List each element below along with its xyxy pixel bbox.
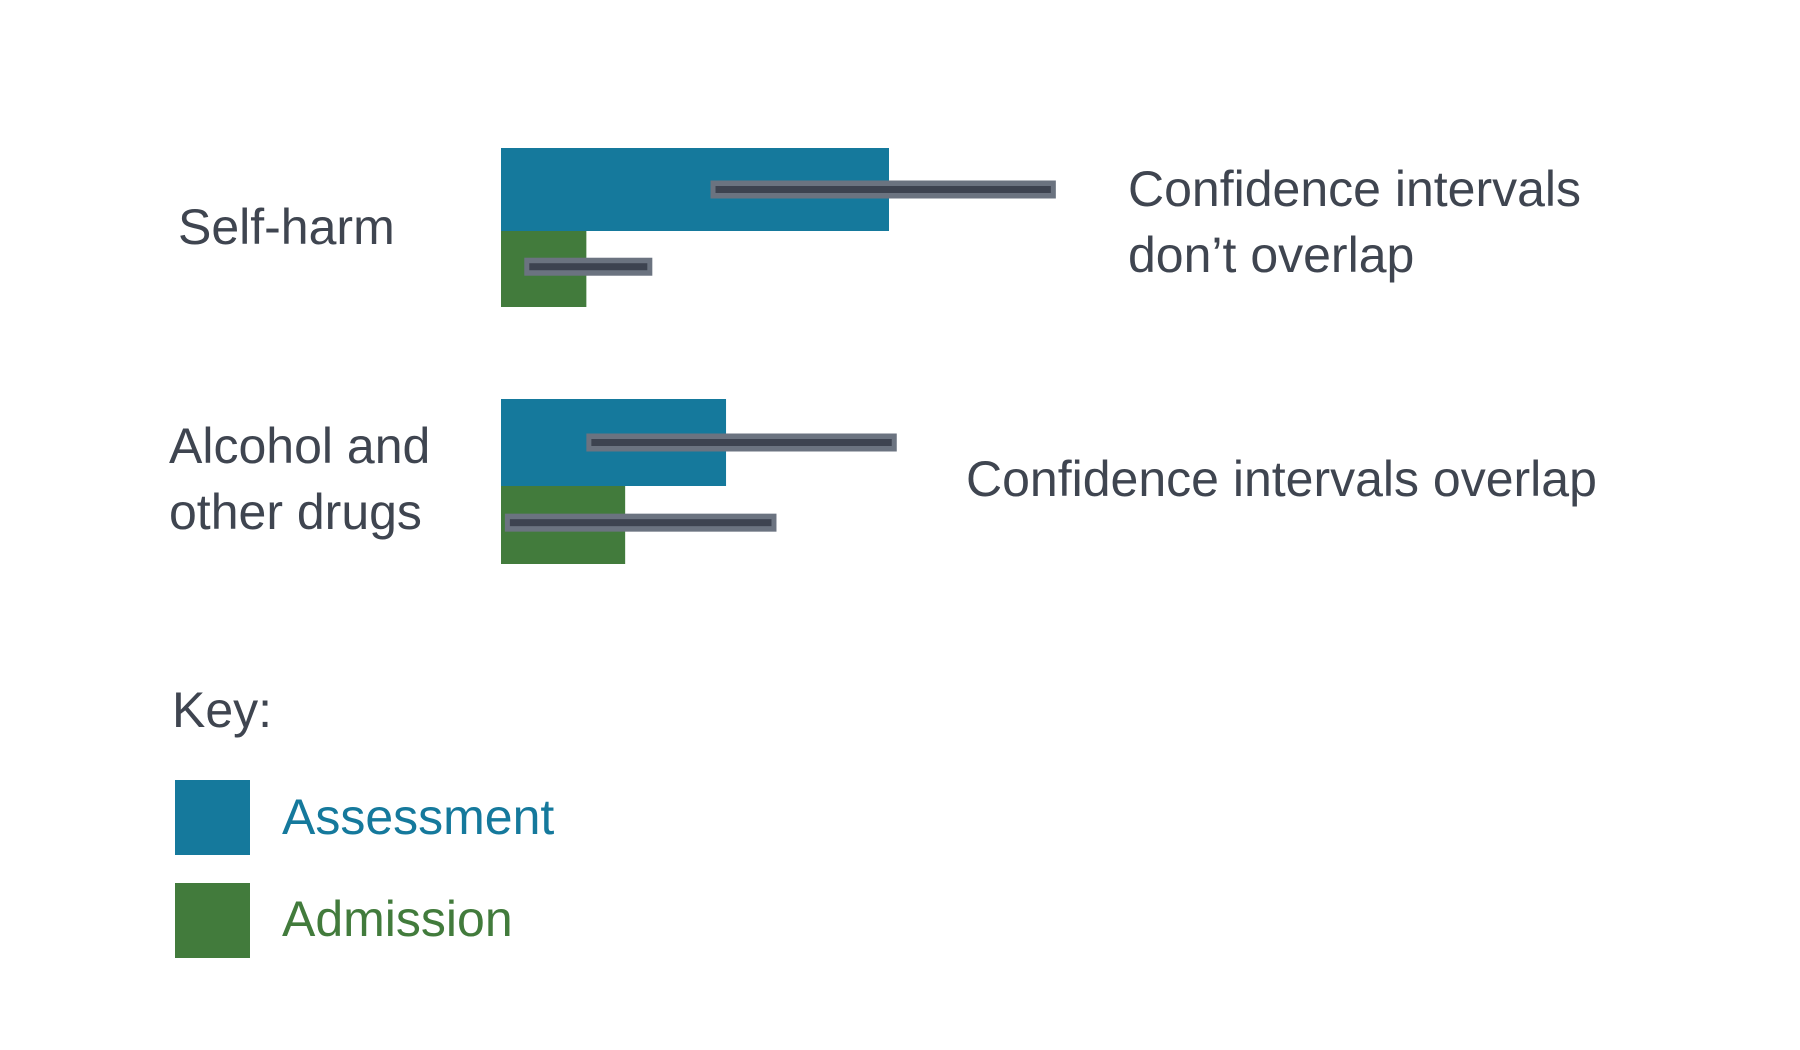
legend-swatch-assessment xyxy=(175,780,250,855)
category-label-self-harm: Self-harm xyxy=(178,199,395,255)
error-bar-core-admission-self-harm xyxy=(529,263,648,271)
error-bar-core-admission-alcohol-and-other-drugs xyxy=(509,519,772,527)
annotation-self-harm-line-2: don’t overlap xyxy=(1128,227,1414,283)
legend-swatch-admission xyxy=(175,883,250,958)
plot-area: Self-harm Confidence intervals don’t overl… xyxy=(169,148,1597,564)
category-label-alcohol-and-other-drugs-line-2: other drugs xyxy=(169,484,422,540)
annotation-alcohol-and-other-drugs: Confidence intervals overlap xyxy=(966,451,1597,507)
category-label-alcohol-and-other-drugs-line-1: Alcohol and xyxy=(169,418,430,474)
legend-label-admission: Admission xyxy=(282,891,513,947)
error-bar-core-assessment-self-harm xyxy=(715,186,1051,193)
annotation-self-harm-line-1: Confidence intervals xyxy=(1128,161,1581,217)
legend-label-assessment: Assessment xyxy=(282,789,554,845)
error-bar-core-assessment-alcohol-and-other-drugs xyxy=(591,439,892,446)
legend: Key: Assessment Admission xyxy=(172,682,554,958)
legend-title: Key: xyxy=(172,682,272,738)
